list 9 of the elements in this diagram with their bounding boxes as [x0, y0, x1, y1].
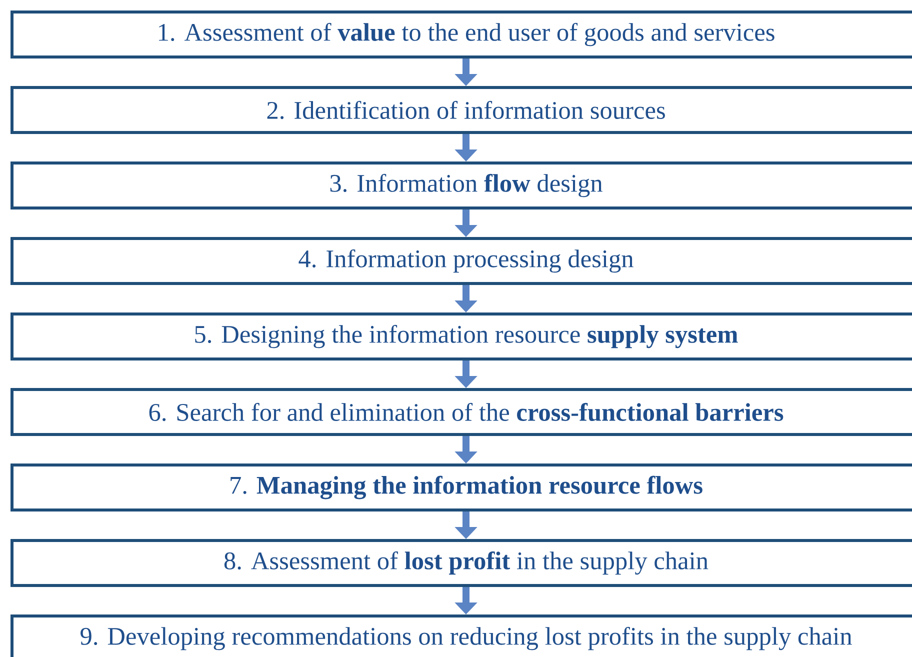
- step-box: 2. Identification of information sources: [10, 86, 912, 134]
- step-box: 9. Developing recommendations on reducing lost profits in the supply chain: [10, 614, 912, 657]
- step-box: 5. Designing the information resource supply system: [10, 312, 912, 360]
- step-box: 7. Managing the information resource flows: [10, 464, 912, 512]
- step-box: 8. Assessment of lost profit in the supply chain: [10, 539, 912, 587]
- step-box: 4. Information processing design: [10, 237, 912, 285]
- step-box: 1. Assessment of value to the end user of goods and services: [10, 10, 912, 58]
- step-box: 3. Information flow design: [10, 162, 912, 210]
- step-box: 6. Search for and elimination of the cross-functional barriers: [10, 388, 912, 436]
